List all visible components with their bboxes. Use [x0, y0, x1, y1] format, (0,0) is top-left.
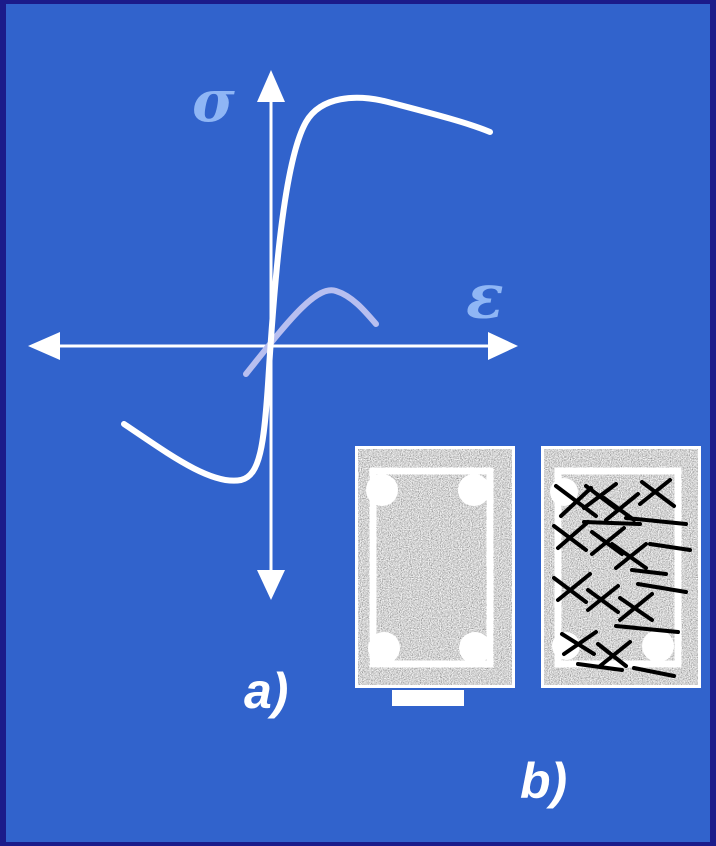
slide: σ ε a) b)	[6, 4, 710, 842]
section-undamaged	[355, 446, 515, 706]
rebar-top-right	[458, 474, 490, 506]
section-cracked	[541, 446, 701, 688]
diagram-canvas	[28, 70, 701, 706]
rebar-bottom-left	[368, 632, 400, 664]
stress-axis-arrow-up	[257, 70, 285, 102]
section-base-plate	[392, 690, 464, 706]
stirrup	[554, 467, 682, 668]
rebar-bottom-right	[459, 632, 491, 664]
stress-axis-arrow-down	[257, 570, 285, 600]
part-a-label: a)	[244, 663, 289, 719]
strain-axis-arrow-right	[488, 332, 518, 360]
crack-pattern	[552, 478, 692, 678]
confined-stress-strain-curve	[121, 94, 493, 484]
part-b-label: b)	[520, 753, 568, 809]
stress-axis-label: σ	[192, 67, 235, 135]
strain-axis-arrow-left	[28, 332, 60, 360]
stirrup	[369, 467, 494, 668]
stress-strain-axes	[28, 70, 518, 600]
concrete-stress-strain-curve	[243, 287, 379, 377]
rebar-bottom-right	[642, 630, 674, 662]
rebar-top-left	[366, 474, 398, 506]
strain-axis-label: ε	[466, 260, 504, 333]
